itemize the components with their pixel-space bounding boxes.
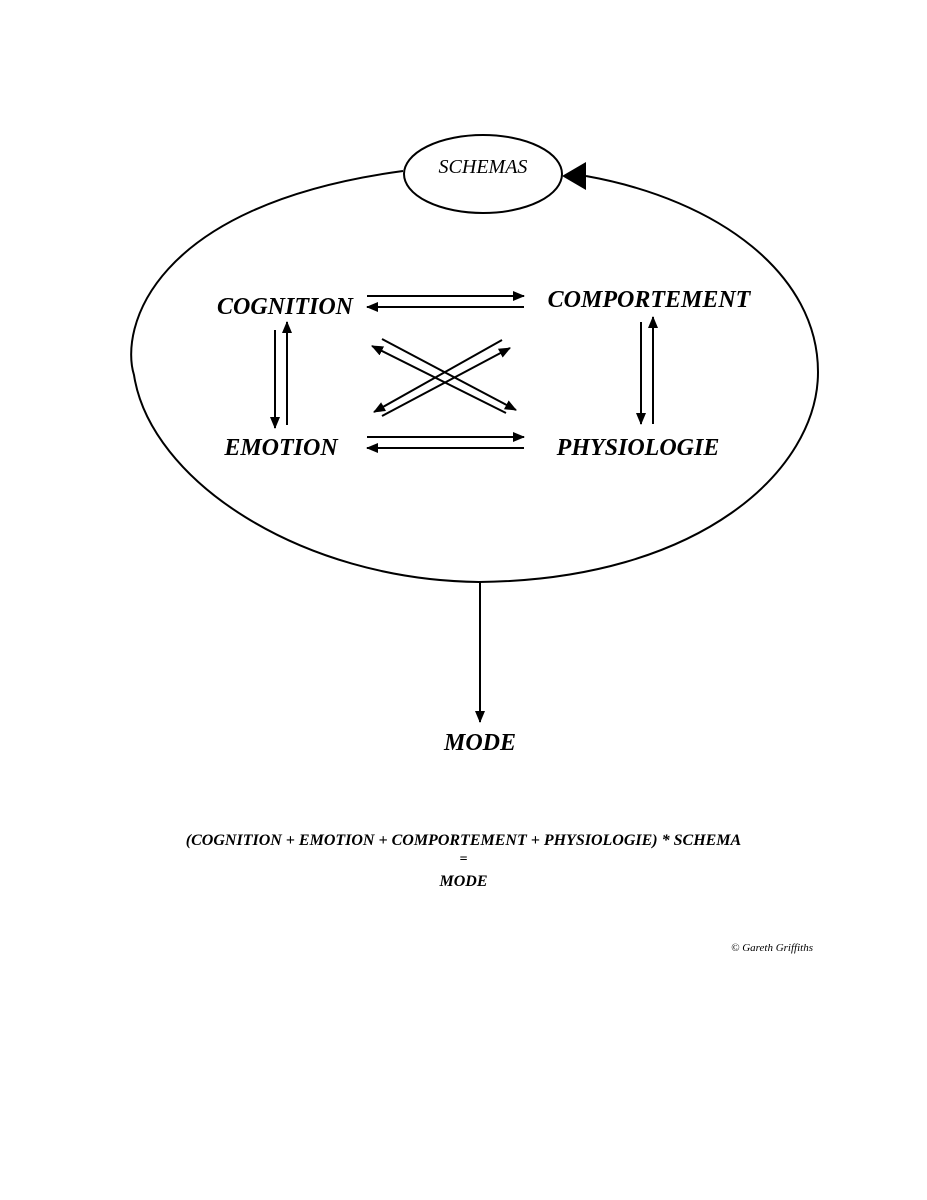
mode-label: MODE	[443, 730, 516, 756]
emotion-label: EMOTION	[223, 435, 339, 461]
formula-expression: (COGNITION + EMOTION + COMPORTEMENT + PH…	[185, 832, 742, 849]
schemas-label: SCHEMAS	[439, 156, 528, 178]
schemas-feedback-arrowhead	[562, 162, 586, 190]
physiologie-label: PHYSIOLOGIE	[556, 435, 720, 461]
formula-result: MODE	[439, 873, 488, 890]
arrow-comportement-to-emotion	[373, 339, 503, 413]
arrow-physiologie-to-cognition	[371, 345, 507, 414]
comportement-label: COMPORTEMENT	[548, 287, 752, 313]
formula-equals: =	[459, 852, 468, 867]
arrow-emotion-to-comportement	[381, 347, 511, 417]
cognition-label: COGNITION	[217, 294, 355, 320]
copyright-notice: © Gareth Griffiths	[731, 942, 813, 954]
outer-ellipse	[130, 170, 820, 584]
schemas-bubble	[403, 134, 563, 214]
arrow-cognition-to-physiologie	[381, 338, 517, 411]
